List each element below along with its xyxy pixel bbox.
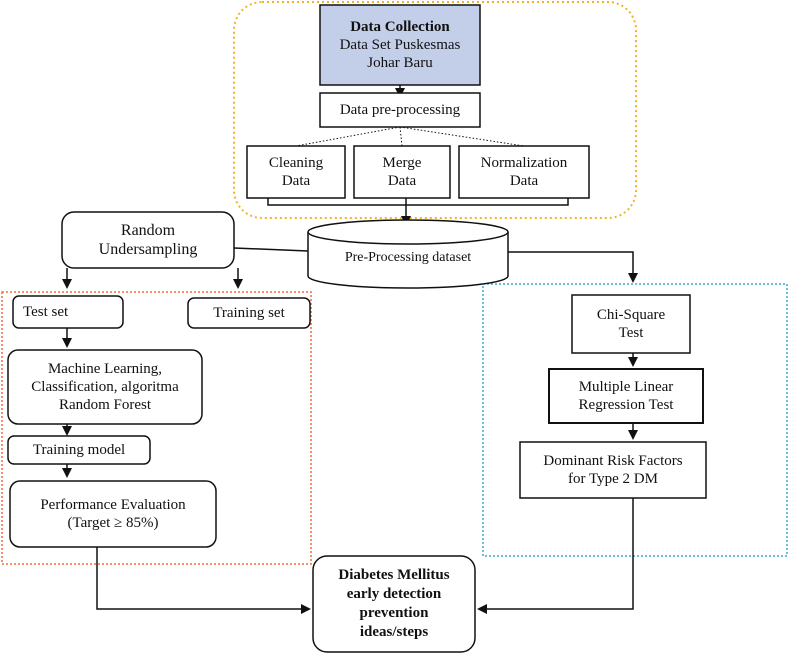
performance-line2: (Target ≥ 85%) [67,515,159,531]
dataset-cylinder [307,219,509,289]
normalization-line1: Normalization [480,155,568,171]
training-set-label: Training set [188,298,310,328]
data-collection-box [319,4,481,86]
normalization-data-box [458,145,590,199]
undersampling-label: Random Undersampling [62,214,234,266]
merge-data-box [353,145,451,199]
data-collection-label: Data Collection Data Set Puskesmas Johar… [320,8,480,82]
undersampling-line1: Random [120,222,176,239]
chi-square-label: Chi-Square Test [572,297,690,351]
normalization-line2: Data [509,173,539,189]
outcome-label: Diabetes Mellitus early detection preven… [313,558,475,650]
preprocessing-label: Data pre-processing [320,93,480,127]
cleaning-data-box [246,145,346,199]
outcome-box [312,555,476,653]
connector-to-normalization [399,126,525,147]
training-set-text: Training set [213,305,285,321]
risk-factors-label: Dominant Risk Factors for Type 2 DM [520,444,706,496]
merge-data-label: Merge Data [354,148,450,196]
machine-learning-box [7,349,203,425]
chi-square-line1: Chi-Square [596,307,666,323]
connector-to-merge [399,126,403,147]
merge-line2: Data [387,173,417,189]
cleaning-line2: Data [281,173,311,189]
training-model-text: Training model [32,442,126,458]
test-set-box [12,295,124,329]
outcome-line1: Diabetes Mellitus [338,567,450,583]
merge-bracket [267,198,569,206]
connector-dataset-to-undersampling [233,247,309,252]
normalization-data-label: Normalization Data [459,148,589,196]
chi-square-box [571,294,691,354]
ml-line1: Machine Learning, [47,361,163,377]
performance-line1: Performance Evaluation [40,497,186,513]
dataset-text: Pre-Processing dataset [344,250,472,265]
regression-label: Multiple Linear Regression Test [549,371,703,421]
data-collection-line2: Johar Baru [367,55,433,71]
connector-to-cleaning [295,126,401,147]
test-set-label: Test set [13,296,123,328]
preprocessing-text: Data pre-processing [339,102,461,118]
risk-factors-line2: for Type 2 DM [568,471,658,487]
cleaning-line1: Cleaning [268,155,324,171]
merge-line1: Merge [382,155,422,171]
risk-factors-box [519,441,707,499]
ml-line2: Classification, algoritma [31,379,179,395]
arrow-risk-to-outcome [477,498,634,614]
dataset-label: Pre-Processing dataset [308,244,508,272]
data-collection-title: Data Collection [350,19,450,35]
performance-evaluation-box [9,480,217,548]
statistics-frame [482,283,788,557]
ml-pipeline-frame [1,291,312,565]
data-collection-line1: Data Set Puskesmas [339,37,461,53]
undersampling-box [61,211,235,269]
outcome-line4: ideas/steps [359,624,429,640]
outcome-line3: prevention [359,605,429,621]
undersampling-line2: Undersampling [98,241,198,258]
regression-line2: Regression Test [578,397,674,413]
arrow-dataset-to-chi-square [508,251,638,283]
outcome-line2: early detection [346,586,442,602]
performance-evaluation-label: Performance Evaluation (Target ≥ 85%) [10,483,216,545]
arrow-performance-to-outcome [96,547,311,614]
chi-square-line2: Test [618,325,644,341]
training-model-label: Training model [8,436,150,464]
training-set-box [187,297,311,329]
regression-line1: Multiple Linear [578,379,674,395]
ml-line3: Random Forest [58,397,152,413]
data-collection-frame [233,1,637,219]
test-set-text: Test set [23,304,69,320]
training-model-box [7,435,151,465]
machine-learning-label: Machine Learning, Classification, algori… [8,352,202,422]
regression-box [548,368,704,424]
cleaning-data-label: Cleaning Data [247,148,345,196]
preprocessing-box [319,92,481,128]
risk-factors-line1: Dominant Risk Factors [543,453,683,469]
